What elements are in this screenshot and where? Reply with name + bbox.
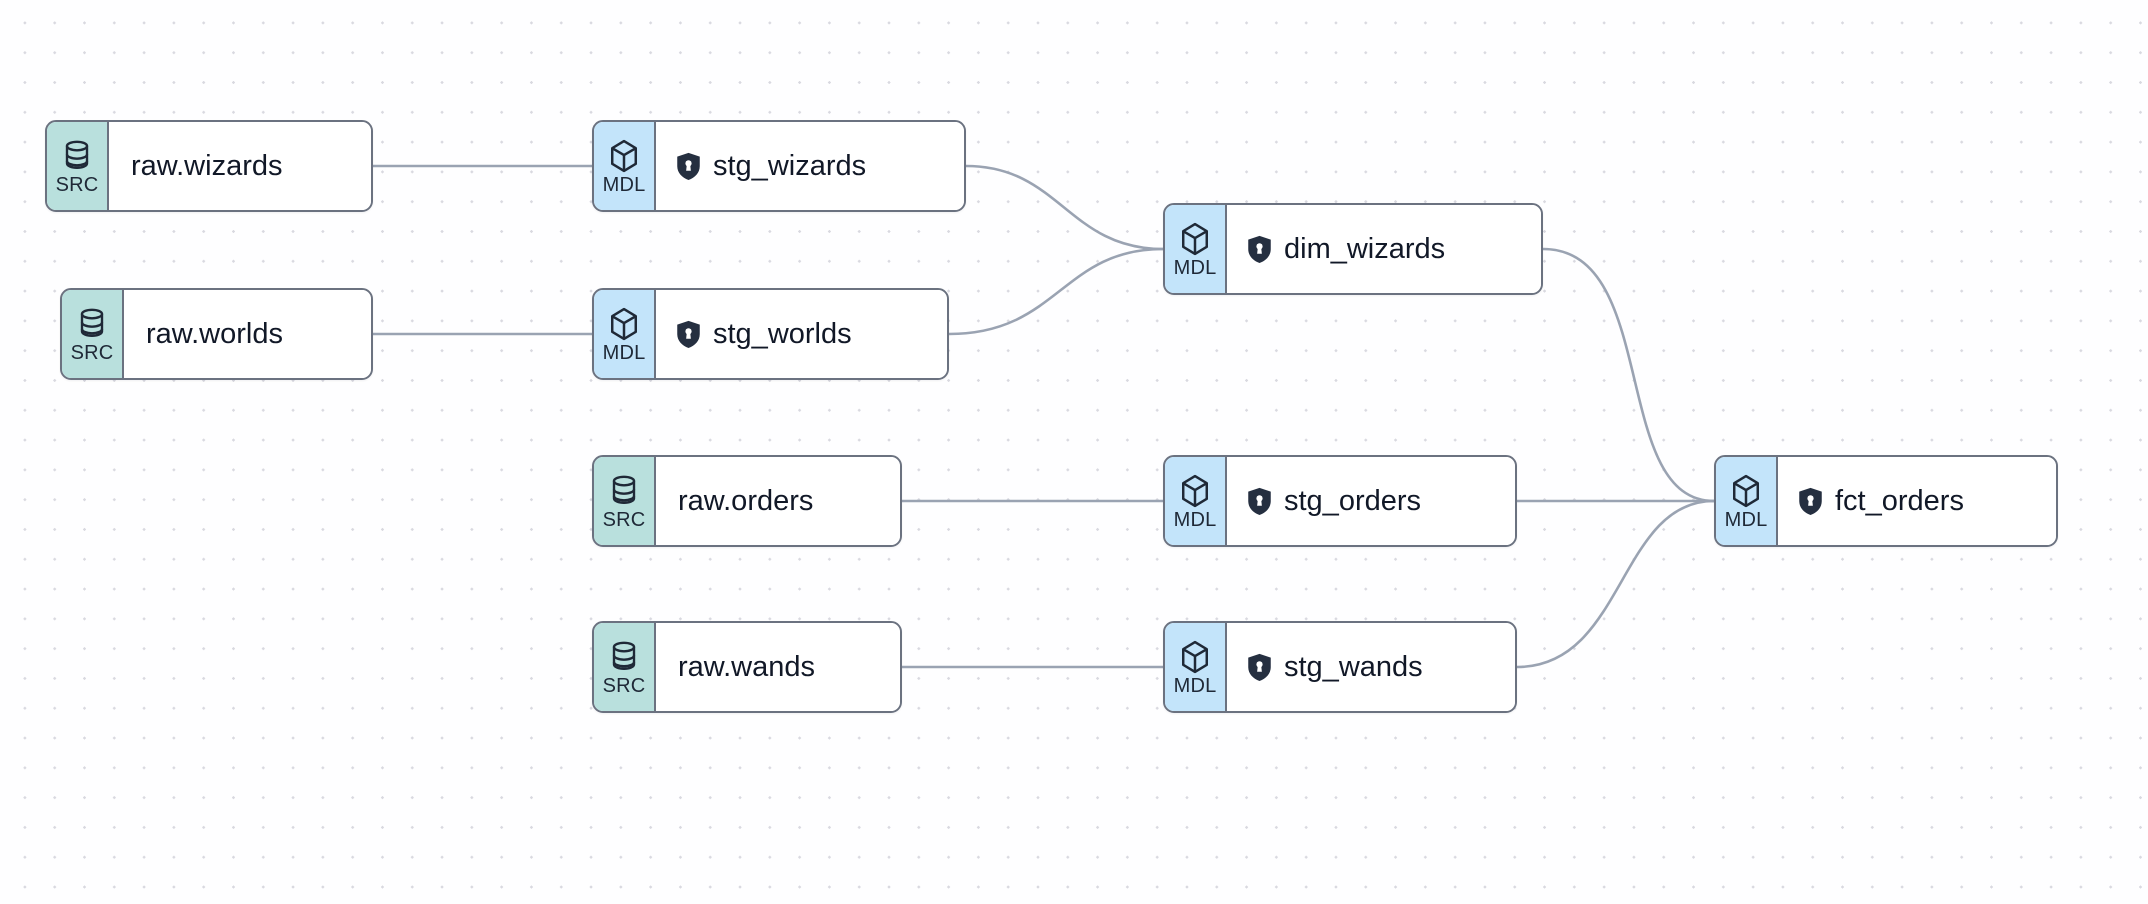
node-badge-label: MDL [602, 173, 646, 196]
database-icon [62, 139, 92, 173]
shield-lock-icon [1247, 487, 1272, 516]
node-badge-model: MDL [1165, 457, 1227, 545]
node-badge-label: SRC [602, 508, 646, 531]
node-badge-source: SRC [594, 457, 656, 545]
node-badge-label: MDL [602, 341, 646, 364]
node-badge-label: SRC [55, 173, 99, 196]
node-body: stg_wizards [656, 122, 964, 210]
node-raw-wizards[interactable]: SRC raw.wizards [45, 120, 373, 212]
cube-icon [1179, 474, 1211, 508]
node-label: raw.wizards [131, 150, 283, 182]
cube-icon [608, 139, 640, 173]
node-label: raw.wands [678, 651, 816, 683]
node-raw-orders[interactable]: SRC raw.orders [592, 455, 902, 547]
node-body: raw.wizards [109, 122, 371, 210]
node-stg-orders[interactable]: MDL stg_orders [1163, 455, 1517, 547]
node-raw-worlds[interactable]: SRC raw.worlds [60, 288, 373, 380]
shield-lock-icon [1247, 235, 1272, 264]
node-label: stg_wizards [713, 150, 867, 182]
node-label: fct_orders [1835, 485, 1964, 517]
node-fct-orders[interactable]: MDL fct_orders [1714, 455, 2058, 547]
node-label: stg_worlds [713, 318, 852, 350]
node-body: stg_orders [1227, 457, 1515, 545]
edge-stg-wands-to-fct-orders [1515, 499, 1716, 669]
node-body: fct_orders [1778, 457, 2056, 545]
node-badge-label: MDL [1173, 508, 1217, 531]
database-icon [77, 307, 107, 341]
node-badge-source: SRC [62, 290, 124, 378]
node-badge-model: MDL [1165, 205, 1227, 293]
node-badge-source: SRC [594, 623, 656, 711]
node-badge-model: MDL [1165, 623, 1227, 711]
node-badge-model: MDL [1716, 457, 1778, 545]
node-label: dim_wizards [1284, 233, 1446, 265]
edge-dim-wizards-to-fct-orders [1541, 247, 1716, 503]
node-badge-label: MDL [1173, 674, 1217, 697]
database-icon [609, 474, 639, 508]
shield-lock-icon [676, 320, 701, 349]
cube-icon [1179, 640, 1211, 674]
node-raw-wands[interactable]: SRC raw.wands [592, 621, 902, 713]
shield-lock-icon [676, 152, 701, 181]
node-body: raw.wands [656, 623, 900, 711]
edge-stg-worlds-to-dim-wizards [947, 247, 1165, 336]
node-body: raw.orders [656, 457, 900, 545]
node-badge-label: SRC [70, 341, 114, 364]
node-body: stg_worlds [656, 290, 947, 378]
node-badge-label: MDL [1724, 508, 1768, 531]
node-label: stg_orders [1284, 485, 1422, 517]
node-body: dim_wizards [1227, 205, 1541, 293]
shield-lock-icon [1247, 653, 1272, 682]
edge-stg-wizards-to-dim-wizards [964, 164, 1165, 251]
cube-icon [1730, 474, 1762, 508]
node-badge-source: SRC [47, 122, 109, 210]
node-badge-label: SRC [602, 674, 646, 697]
node-badge-label: MDL [1173, 256, 1217, 279]
shield-lock-icon [1798, 487, 1823, 516]
node-body: raw.worlds [124, 290, 371, 378]
cube-icon [608, 307, 640, 341]
node-badge-model: MDL [594, 290, 656, 378]
node-badge-model: MDL [594, 122, 656, 210]
node-label: raw.orders [678, 485, 814, 517]
node-label: raw.worlds [146, 318, 283, 350]
node-dim-wizards[interactable]: MDL dim_wizards [1163, 203, 1543, 295]
node-stg-wizards[interactable]: MDL stg_wizards [592, 120, 966, 212]
cube-icon [1179, 222, 1211, 256]
node-body: stg_wands [1227, 623, 1515, 711]
node-stg-wands[interactable]: MDL stg_wands [1163, 621, 1517, 713]
node-label: stg_wands [1284, 651, 1423, 683]
node-stg-worlds[interactable]: MDL stg_worlds [592, 288, 949, 380]
database-icon [609, 640, 639, 674]
